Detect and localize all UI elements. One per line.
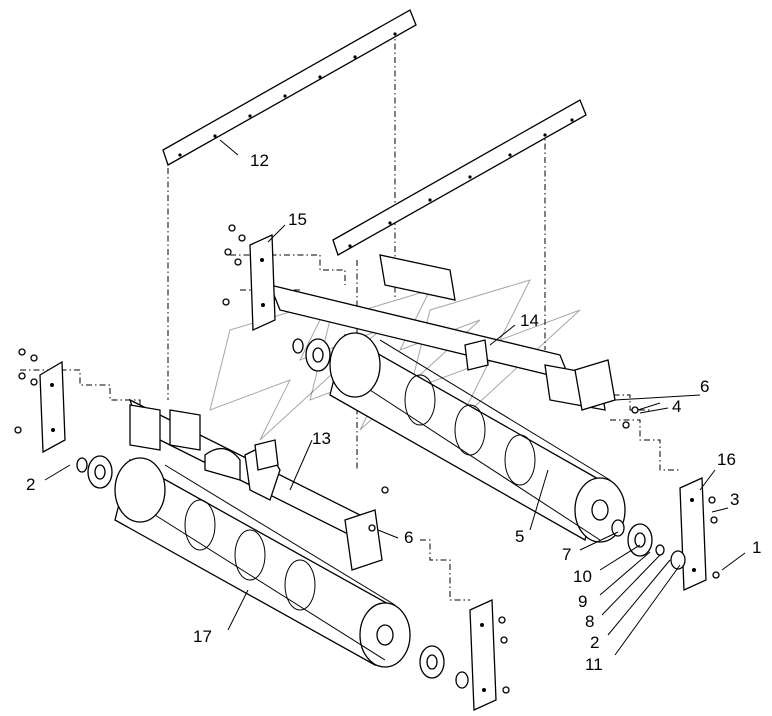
callout-labels: 12 15 14 6 4 13 2 16 3 6 5 7 1 10 9 8 2 …	[26, 151, 761, 674]
rear-frame-beam	[268, 254, 606, 411]
callout-1: 1	[752, 538, 761, 557]
callout-12: 12	[250, 151, 269, 170]
callout-5: 5	[515, 527, 524, 546]
part-13-mount	[254, 439, 279, 471]
front-left-bearing	[76, 455, 113, 489]
callout-13: 13	[312, 429, 331, 448]
part-15-bracket	[222, 224, 276, 331]
callout-16: 16	[717, 450, 736, 469]
rear-right-bearing-stack	[611, 519, 686, 570]
callout-11: 11	[585, 655, 603, 674]
right-rear-plate	[574, 359, 661, 429]
callout-10: 10	[573, 567, 592, 586]
callout-2-left: 2	[26, 475, 35, 494]
left-front-bracket	[14, 348, 66, 454]
callout-6-lower: 6	[404, 528, 413, 547]
leader-lines	[44, 139, 746, 656]
front-center-plate	[344, 486, 389, 571]
callout-14: 14	[520, 311, 539, 330]
callout-2-right: 2	[590, 633, 599, 652]
front-right-bracket	[469, 599, 510, 711]
part-5-rear-roller	[329, 332, 626, 543]
callout-17: 17	[193, 627, 212, 646]
part-16-bracket	[679, 477, 720, 591]
front-right-bearing	[419, 645, 469, 689]
rear-bearing	[292, 338, 331, 372]
callout-15: 15	[288, 210, 307, 229]
callout-7: 7	[562, 545, 571, 564]
callout-8: 8	[585, 612, 594, 631]
callout-9: 9	[578, 592, 587, 611]
part-14-bracket	[464, 339, 489, 371]
part-12-rear-bar	[332, 99, 587, 256]
callout-4: 4	[672, 397, 681, 416]
callout-6-upper: 6	[700, 377, 709, 396]
part-12-flat-bar	[162, 9, 417, 166]
part-17-front-roller	[114, 457, 411, 668]
callout-3: 3	[730, 490, 739, 509]
